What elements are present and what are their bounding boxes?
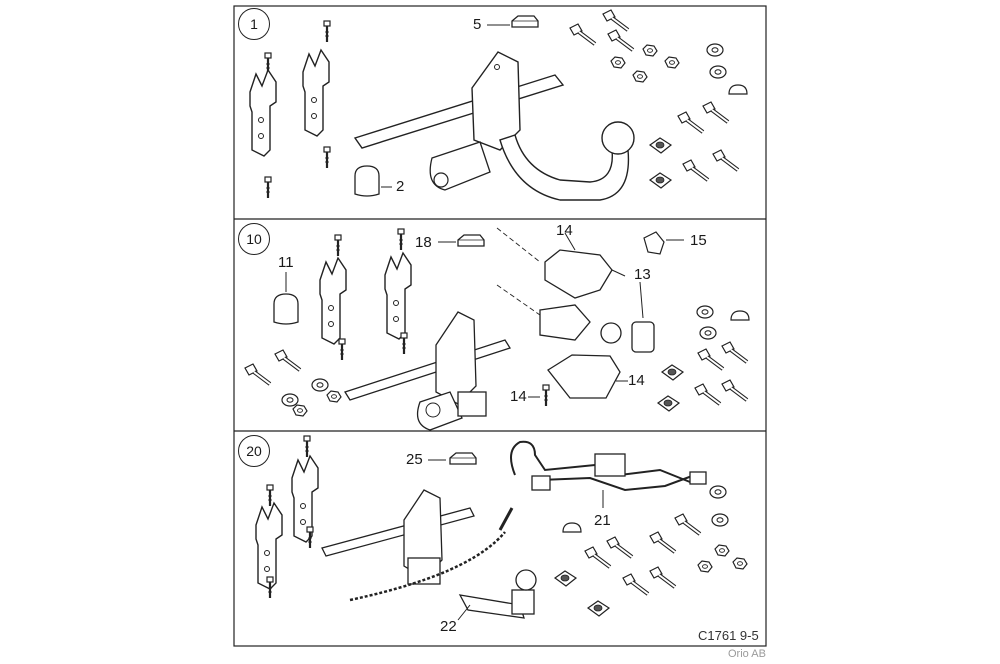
panel-number-1: 1 bbox=[238, 8, 270, 40]
callout-11: 11 bbox=[278, 254, 294, 271]
callout-22: 22 bbox=[440, 618, 457, 635]
callout-14-right: 14 bbox=[628, 372, 645, 389]
callout-25: 25 bbox=[406, 451, 423, 468]
callout-5: 5 bbox=[473, 16, 482, 33]
callout-2: 2 bbox=[396, 178, 405, 195]
panel-20-drawing bbox=[255, 434, 748, 621]
figure-code: C1761 9-5 bbox=[698, 628, 759, 643]
callout-14-top: 14 bbox=[556, 222, 573, 239]
panel-10-drawing bbox=[243, 227, 750, 431]
callout-14-left: 14 bbox=[510, 388, 527, 405]
callout-13: 13 bbox=[634, 266, 651, 283]
callout-15: 15 bbox=[690, 232, 707, 249]
panel-number-20: 20 bbox=[238, 435, 270, 467]
callout-21: 21 bbox=[594, 512, 611, 529]
callout-18: 18 bbox=[415, 234, 432, 251]
panel-number-10: 10 bbox=[238, 223, 270, 255]
copyright-credit: Orio AB bbox=[728, 648, 766, 660]
panel-frame bbox=[233, 5, 767, 647]
panel-1-drawing bbox=[249, 8, 748, 201]
